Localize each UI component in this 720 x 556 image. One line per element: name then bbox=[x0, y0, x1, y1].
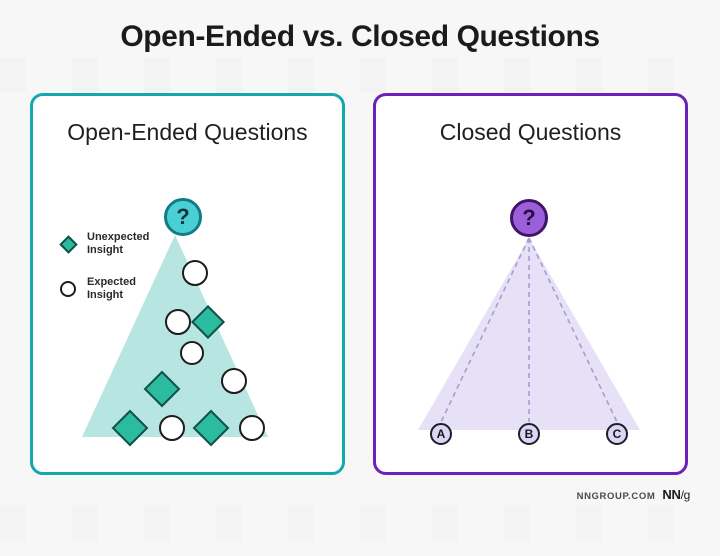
closed-triangle bbox=[418, 238, 640, 430]
answer-node-c: C bbox=[606, 423, 628, 445]
footer-site-url: NNGROUP.COM bbox=[576, 491, 656, 502]
legend-item-expected: Expected Insight bbox=[57, 276, 149, 302]
diamond-icon bbox=[57, 234, 79, 254]
footer-credit: NNGROUP.COM NN/g bbox=[576, 487, 691, 502]
nng-logo: NN/g bbox=[662, 487, 690, 502]
legend-label-unexpected: Unexpected Insight bbox=[87, 231, 150, 256]
expected-insight-marker bbox=[165, 309, 191, 335]
background-texture-top bbox=[0, 58, 720, 92]
legend-item-unexpected: Unexpected Insight bbox=[57, 231, 149, 257]
answer-node-a: A bbox=[430, 423, 452, 445]
open-ended-triangle bbox=[82, 235, 268, 437]
expected-insight-marker bbox=[159, 415, 185, 441]
nng-logo-main: NN bbox=[662, 487, 681, 502]
expected-insight-marker bbox=[180, 341, 204, 365]
question-badge-closed: ? bbox=[510, 199, 548, 237]
nng-logo-suffix: /g bbox=[680, 488, 691, 502]
expected-insight-marker bbox=[239, 415, 265, 441]
panel-open-ended-heading: Open-Ended Questions bbox=[67, 119, 308, 145]
legend-label-expected: Expected Insight bbox=[87, 276, 136, 301]
answer-node-b: B bbox=[518, 423, 540, 445]
question-badge-open-ended: ? bbox=[164, 198, 202, 236]
expected-insight-marker bbox=[182, 260, 208, 286]
background-texture-bottom bbox=[0, 505, 720, 541]
panel-closed-heading: Closed Questions bbox=[439, 119, 622, 145]
expected-insight-marker bbox=[221, 368, 247, 394]
page-title: Open-Ended vs. Closed Questions bbox=[120, 20, 600, 53]
circle-icon bbox=[57, 281, 79, 297]
legend: Unexpected Insight Expected Insight bbox=[57, 231, 149, 321]
